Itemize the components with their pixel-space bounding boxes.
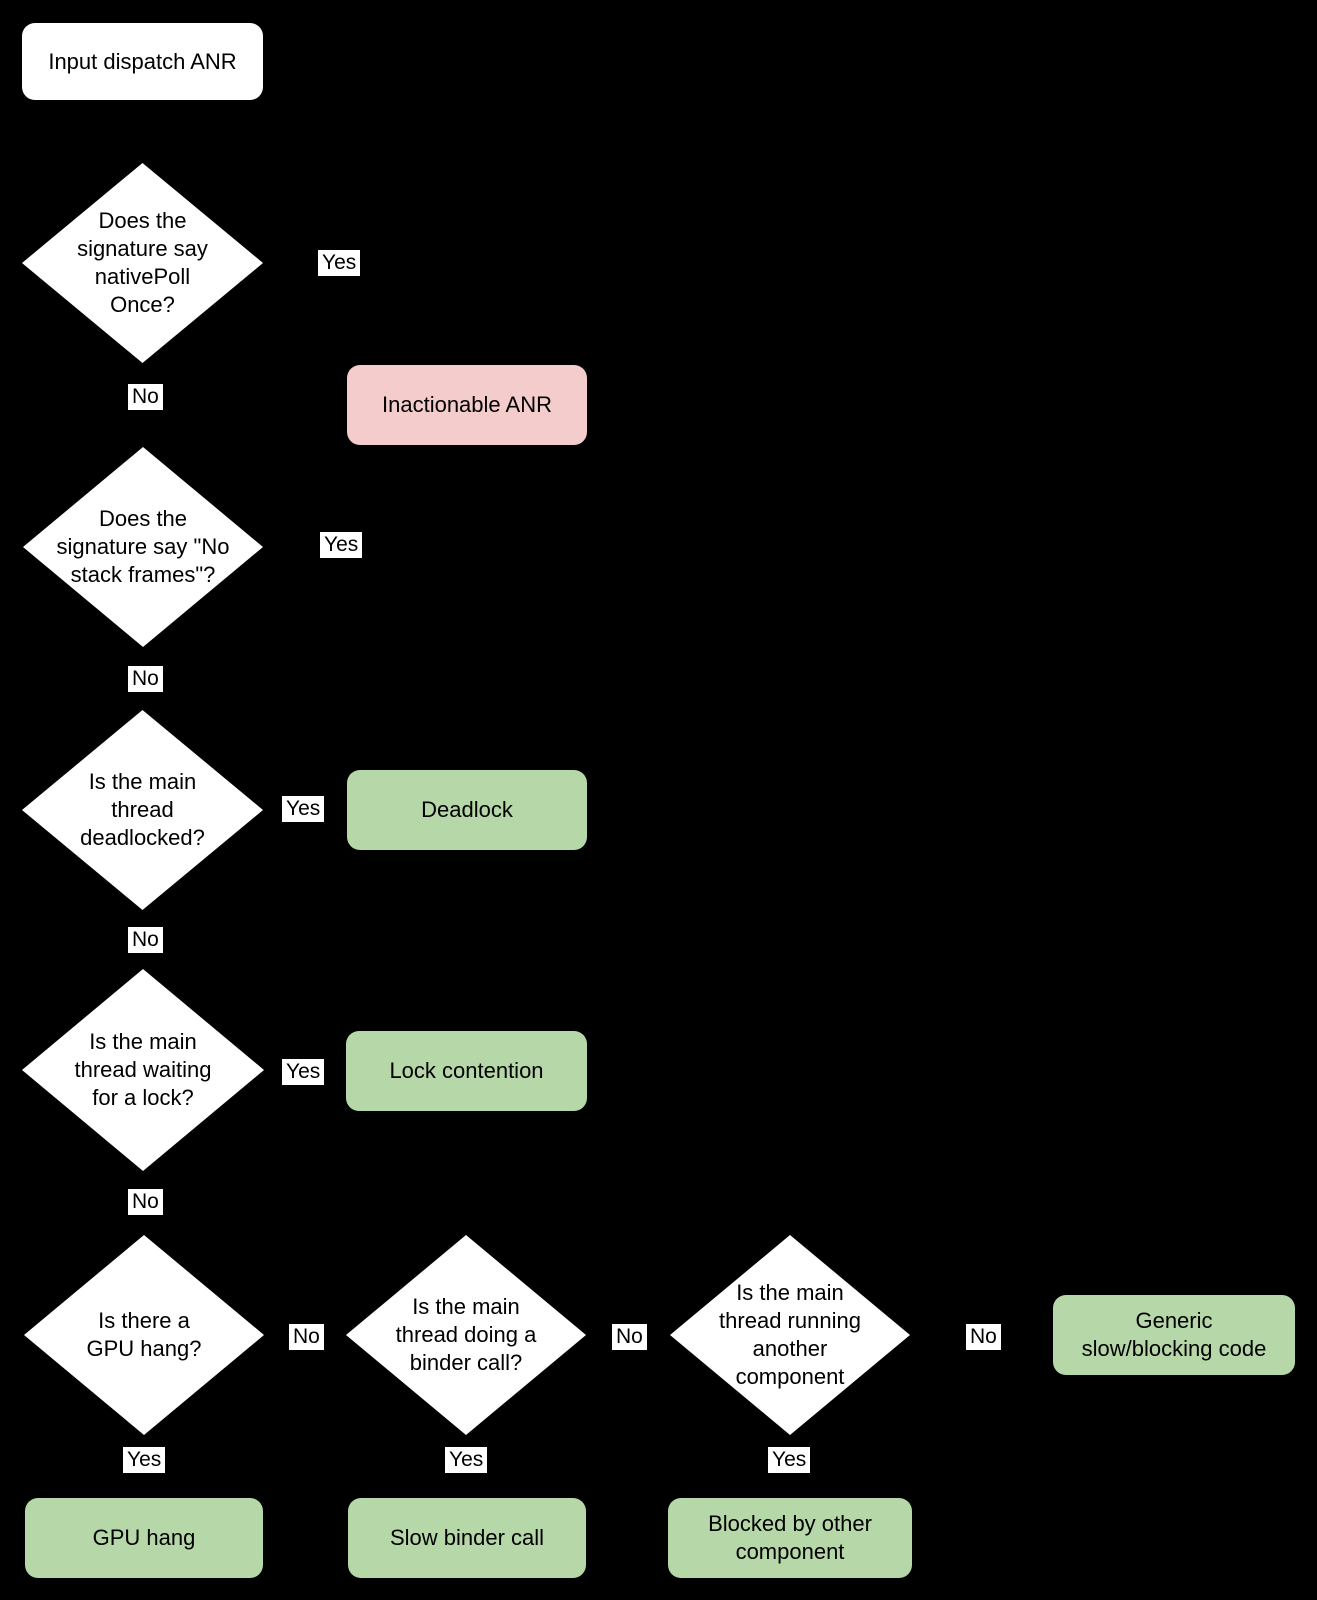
edge-label-d6-no: No bbox=[612, 1324, 647, 1350]
edge-label-d1-no: No bbox=[128, 384, 163, 410]
edge-label-d3-no: No bbox=[128, 927, 163, 953]
node-slow-binder-call: Slow binder call bbox=[348, 1498, 586, 1578]
edge-label-d2-yes: Yes bbox=[320, 532, 363, 558]
edge-label-d4-no: No bbox=[128, 1189, 163, 1215]
edge-label-d1-yes: Yes bbox=[318, 250, 361, 276]
edge-label-d4-yes: Yes bbox=[282, 1059, 325, 1085]
decision-signature-nativepollonce: Does the signature say nativePoll Once? bbox=[22, 163, 263, 363]
node-lock-contention: Lock contention bbox=[346, 1031, 587, 1111]
edge-label-d5-yes: Yes bbox=[123, 1447, 166, 1473]
edge-label-d3-yes: Yes bbox=[282, 796, 325, 822]
edge-label-d6-yes: Yes bbox=[445, 1447, 488, 1473]
decision-running-another-component: Is the main thread running another compo… bbox=[670, 1235, 910, 1435]
edge-label-d5-no: No bbox=[289, 1324, 324, 1350]
edge-label-d7-yes: Yes bbox=[768, 1447, 811, 1473]
node-inactionable-anr: Inactionable ANR bbox=[347, 365, 587, 445]
edge-label-d7-no: No bbox=[966, 1324, 1001, 1350]
decision-binder-call: Is the main thread doing a binder call? bbox=[346, 1235, 586, 1435]
edge-label-d2-no: No bbox=[128, 666, 163, 692]
node-gpu-hang: GPU hang bbox=[25, 1498, 263, 1578]
decision-main-thread-deadlocked: Is the main thread deadlocked? bbox=[22, 710, 263, 910]
decision-signature-no-stack-frames: Does the signature say "No stack frames"… bbox=[23, 447, 263, 647]
node-input-dispatch-anr: Input dispatch ANR bbox=[22, 23, 263, 100]
decision-main-thread-waiting-lock: Is the main thread waiting for a lock? bbox=[22, 969, 264, 1171]
node-generic-slow-blocking-code: Generic slow/blocking code bbox=[1053, 1295, 1295, 1375]
node-deadlock: Deadlock bbox=[347, 770, 587, 850]
decision-gpu-hang: Is there a GPU hang? bbox=[24, 1235, 264, 1435]
node-blocked-by-other-component: Blocked by other component bbox=[668, 1498, 912, 1578]
